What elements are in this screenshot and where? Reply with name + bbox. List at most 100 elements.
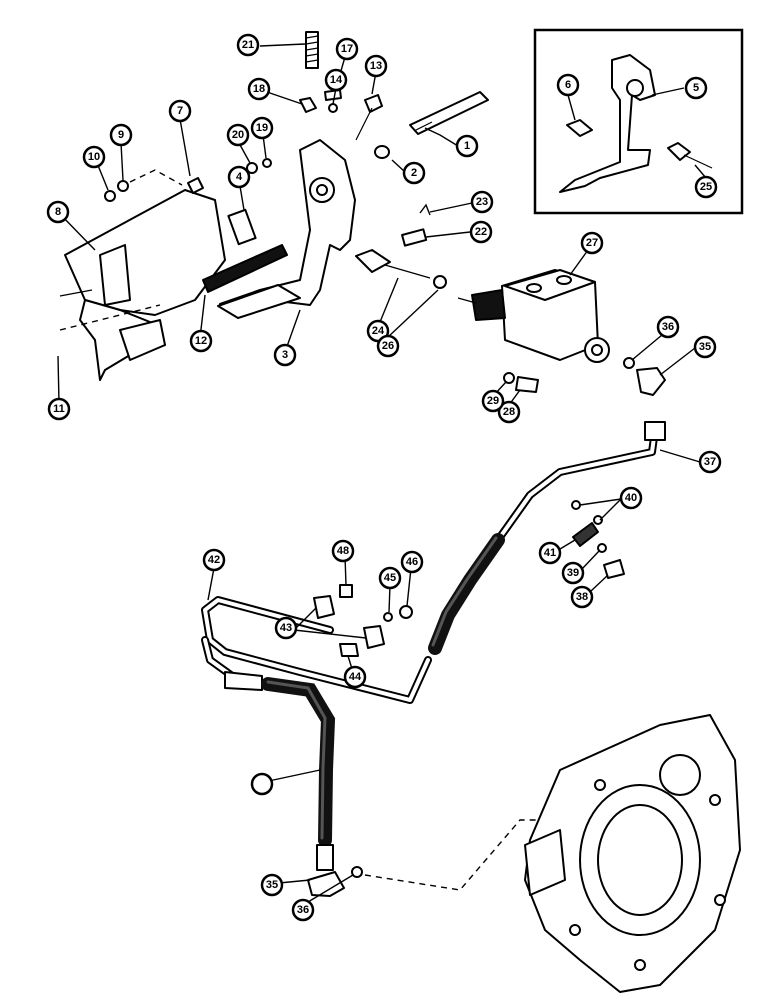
callout-19: 19 (250, 116, 274, 140)
svg-text:46: 46 (406, 556, 418, 568)
mc-boot (471, 289, 506, 321)
hose-upper (428, 533, 505, 655)
callout-21: 21 (236, 33, 260, 57)
bracket-plate (64, 189, 226, 316)
svg-text:4: 4 (236, 171, 243, 183)
callout-46: 46 (400, 550, 424, 574)
bleeder-41 (572, 522, 599, 547)
clevis-head (355, 249, 391, 273)
inset-clevis (667, 142, 691, 161)
hose-upper-hi (431, 536, 498, 647)
svg-text:25: 25 (700, 181, 712, 193)
callout-9: 9 (109, 123, 133, 147)
callout-6: 6 (556, 73, 580, 97)
bolt-7 (187, 177, 204, 194)
nut-20 (246, 162, 258, 174)
routing-line (364, 819, 560, 891)
callout-10: 10 (82, 145, 106, 169)
callout-23: 23 (470, 190, 494, 214)
svg-text:44: 44 (349, 671, 362, 683)
spring-body (202, 244, 288, 293)
washer-40-b (593, 515, 603, 525)
callout-12: 12 (189, 329, 213, 353)
svg-text:28: 28 (503, 406, 515, 418)
inset-detail (533, 28, 744, 215)
bolt-13 (364, 94, 383, 113)
svg-text:45: 45 (384, 572, 396, 584)
bolt-17 (324, 89, 342, 101)
callout-35-bottom: 35 (260, 873, 284, 897)
tube-37-nut (644, 421, 666, 441)
inset-sleeve (566, 119, 593, 137)
tube-42-inner (203, 598, 430, 702)
nut-9 (117, 180, 129, 192)
callout-42: 42 (202, 548, 226, 572)
mc-cap-2 (556, 275, 572, 285)
svg-text:40: 40 (625, 492, 637, 504)
svg-text:36: 36 (662, 321, 674, 333)
housing-hole-4 (634, 959, 646, 971)
callout-35-top: 35 (693, 335, 717, 359)
callout-1: 1 (455, 134, 479, 158)
svg-text:23: 23 (476, 196, 488, 208)
housing-hole-2 (709, 794, 721, 806)
washer-36-bottom (351, 866, 363, 878)
svg-text:11: 11 (53, 403, 65, 415)
svg-text:7: 7 (177, 105, 183, 117)
washer-45 (383, 612, 393, 622)
callout-4: 4 (227, 165, 251, 189)
svg-text:38: 38 (576, 591, 588, 603)
callout-29: 29 (481, 389, 505, 413)
bolt-44 (339, 643, 359, 657)
inset-pedal-hub (626, 79, 644, 97)
clutch-housing (524, 714, 741, 993)
svg-text:20: 20 (232, 129, 244, 141)
callout-47: 48 (331, 539, 355, 563)
inset-clevis-rod (683, 154, 713, 169)
clip-18 (299, 97, 317, 113)
pin-22 (401, 228, 428, 247)
svg-text:5: 5 (693, 82, 699, 94)
callout-39: 39 (561, 561, 585, 585)
mc-outlet-bore (591, 344, 603, 356)
callout-14: 14 (324, 68, 348, 92)
bolt-13-shank (355, 107, 373, 141)
svg-text:43: 43 (280, 622, 292, 634)
callout-17: 17 (335, 37, 359, 61)
bolt-38 (603, 559, 625, 579)
nut-10 (104, 190, 116, 202)
clip-43-b (363, 625, 385, 649)
svg-text:9: 9 (118, 129, 124, 141)
mc-pushrod (457, 297, 477, 304)
nut-29 (503, 372, 515, 384)
svg-text:10: 10 (88, 151, 100, 163)
hydraulic-lines (59, 169, 666, 897)
callout-26: 26 (376, 334, 400, 358)
callout-25: 25 (694, 175, 718, 199)
elbow-35-bottom (307, 871, 345, 897)
svg-text:1: 1 (464, 140, 470, 152)
clevis-rod (384, 264, 431, 279)
callout-40: 40 (619, 486, 643, 510)
callout-5: 5 (684, 76, 708, 100)
pedal-hub-bore (316, 184, 328, 196)
callout-48 (250, 772, 274, 796)
svg-text:42: 42 (208, 554, 220, 566)
bolt-47 (339, 584, 353, 598)
bracket-flange (99, 244, 131, 306)
callout-28: 28 (497, 400, 521, 424)
callout-20: 20 (226, 123, 250, 147)
svg-text:22: 22 (475, 226, 487, 238)
washer-19 (262, 158, 272, 168)
callout-11: 11 (47, 397, 71, 421)
pedal-pad (217, 284, 301, 319)
hose-lower (261, 677, 336, 847)
sleeve (227, 208, 257, 246)
tube-37-inner (496, 428, 657, 542)
callout-44: 44 (343, 665, 367, 689)
callout-36-bottom: 36 (291, 898, 315, 922)
callout-22: 22 (469, 220, 493, 244)
svg-text:14: 14 (330, 74, 343, 86)
washer-36-top (623, 357, 635, 369)
svg-text:2: 2 (411, 167, 417, 179)
